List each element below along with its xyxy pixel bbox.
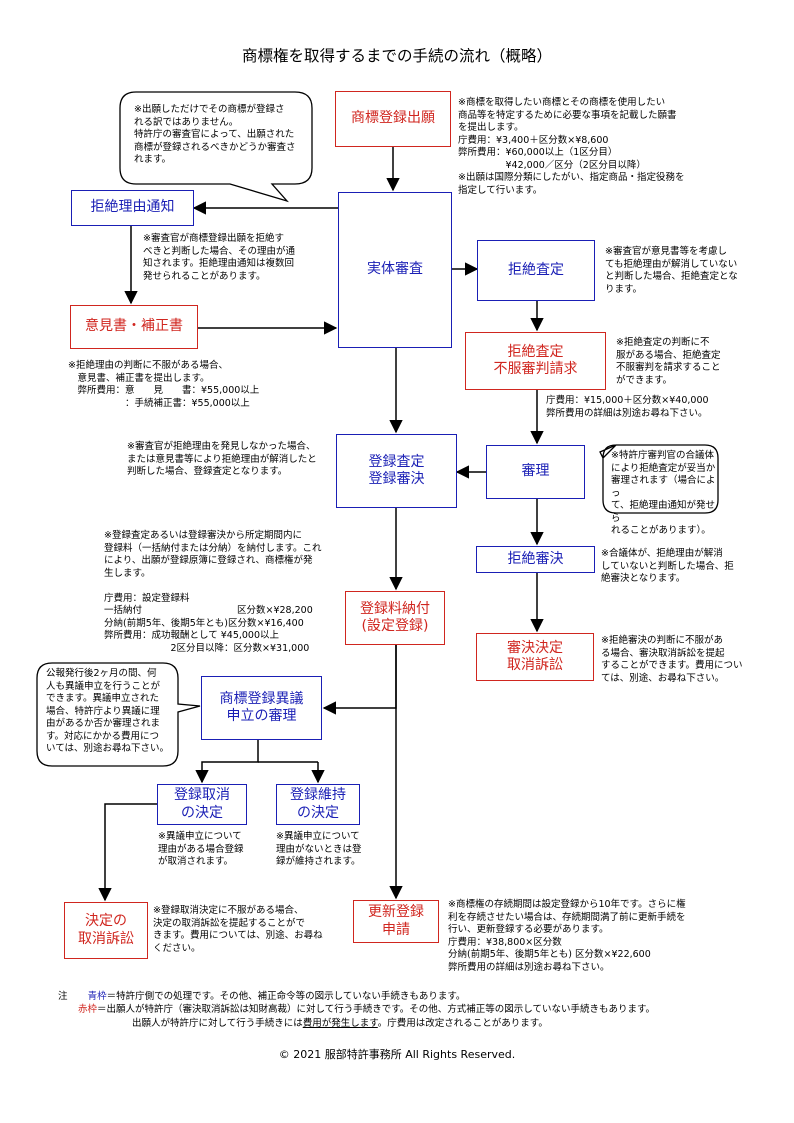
note-appeal: ※拒絶査定の判断に不 服がある場合、拒絶査定 不服審判を請求すること ができます… [616, 337, 721, 386]
note-renewal: ※商標権の存続期間は設定登録から10年です。さらに権 利を存続させたい場合は、存… [448, 899, 686, 973]
box-appeal-request: 拒絶査定 不服審判請求 [465, 332, 606, 390]
box-maintain-decision: 登録維持 の決定 [276, 784, 360, 825]
arrow-opposition-split [195, 740, 259, 784]
bubble-trial: ※特許庁審判官の合議体 により拒絶査定が妥当か 審理されます（場合によっ て、拒… [611, 450, 716, 537]
note-appeal-fee: 庁費用：¥15,000＋区分数×¥40,000 弊所費用の詳細は別途お尋ね下さい… [546, 395, 709, 419]
legend-fee-a: 出願人が特許庁に対して行う手続きには [132, 1017, 303, 1029]
arrow-cancel-suit [98, 803, 157, 902]
box-trial: 審理 [486, 445, 585, 499]
arrow-fee-opposition [322, 645, 397, 715]
note-cancel: ※異議申立について 理由がある場合登録 が取消されます。 [158, 831, 244, 868]
note-application: ※商標を取得したい商標とその商標を使用したい 商品等を特定するために必要な事項を… [458, 97, 685, 196]
box-application: 商標登録出願 [335, 91, 451, 147]
box-opposition: 商標登録異議 申立の審理 [201, 676, 322, 740]
note-rejection-notice: ※審査官が商標登録出願を拒絶す べきと判断した場合、その理由が通 知されます。拒… [143, 233, 296, 282]
note-rejection-trial: ※合議体が、拒絶理由が解消 していないと判断した場合、拒 絶審決となります。 [601, 548, 734, 585]
footer-legend: 注 青枠＝特許庁側での処理です。その他、補正命令等の図示していない手続きもありま… [58, 990, 778, 1030]
box-opinion-amendment: 意見書・補正書 [70, 305, 198, 349]
box-cancel-decision: 登録取消 の決定 [157, 784, 247, 825]
note-fee: ※登録査定あるいは登録審決から所定期間内に 登録料（一括納付または分納）を納付し… [104, 530, 322, 654]
legend-fee-c: 。庁費用は改定されることがあります。 [377, 1017, 548, 1029]
legend-blue-text: ＝特許庁側での処理です。その他、補正命令等の図示していない手続きもあります。 [106, 991, 466, 1002]
box-substantive-exam: 実体審査 [338, 192, 452, 348]
note-maintain: ※異議申立について 理由がないときは登 録が維持されます。 [276, 831, 362, 868]
bubble-application-explanation: ※出願しただけでその商標が登録さ れる訳ではありません。 特許庁の審査官によって… [134, 104, 296, 166]
note-opinion: ※拒絶理由の判断に不服がある場合、 意見書、補正書を提出します。 弊所費用：意 … [68, 360, 260, 409]
legend-red-line: 赤枠＝出願人が特許庁（審決取消訴訟は知財高裁）に対して行う手続きです。その他、方… [58, 1003, 778, 1016]
copyright: © 2021 服部特許事務所 All Rights Reserved. [278, 1048, 516, 1061]
box-rejection-decision: 拒絶査定 [477, 240, 595, 301]
legend-blue-label: 青枠 [87, 991, 107, 1002]
box-renewal: 更新登録 申請 [353, 900, 439, 943]
note-registration: ※審査官が拒絶理由を発見しなかった場合、 または意見書等により拒絶理由が解消した… [127, 441, 317, 478]
legend-fee-b: 費用が発生します [302, 1017, 378, 1029]
box-fee-payment: 登録料納付 (設定登録) [345, 591, 445, 645]
bubble-top-shape [119, 91, 313, 203]
note-rejection-decision: ※審査官が意見書等を考慮し ても拒絶理由が解消していない と判断した場合、拒絶査… [605, 246, 738, 295]
note-suit: ※拒絶審決の判断に不服があ る場合、審決取消訴訟を提起 することができます。費用… [601, 635, 743, 684]
legend-red-label: 赤枠 [78, 1004, 98, 1016]
legend-fee-line: 出願人が特許庁に対して行う手続きには費用が発生します。庁費用は改定されることがあ… [58, 1017, 778, 1030]
bubble-trial-shape [599, 444, 719, 514]
legend-blue-line: 注 青枠＝特許庁側での処理です。その他、補正命令等の図示していない手続きもありま… [58, 990, 778, 1003]
legend-note-mark: 注 [58, 991, 68, 1002]
page-title: 商標権を取得するまでの手続の流れ（概略） [241, 47, 552, 65]
bubble-opposition-shape [36, 662, 201, 767]
legend-red-text: ＝出願人が特許庁（審決取消訴訟は知財高裁）に対して行う手続きです。その他、方式補… [97, 1004, 656, 1016]
box-registration-decision: 登録査定 登録審決 [336, 434, 457, 508]
bubble-opposition: 公報発行後2ヶ月の間、何 人も異議申立を行うことが できます。異議申立された 場… [46, 668, 170, 755]
box-decision-suit: 決定の 取消訴訟 [64, 902, 148, 959]
box-rejection-notice: 拒絶理由通知 [71, 190, 194, 226]
box-revocation-suit: 審決決定 取消訴訟 [476, 633, 594, 681]
box-rejection-trial-decision: 拒絶審決 [476, 546, 595, 573]
note-decision-suit: ※登録取消決定に不服がある場合、 決定の取消訴訟を提起することがで きます。費用… [153, 905, 323, 954]
